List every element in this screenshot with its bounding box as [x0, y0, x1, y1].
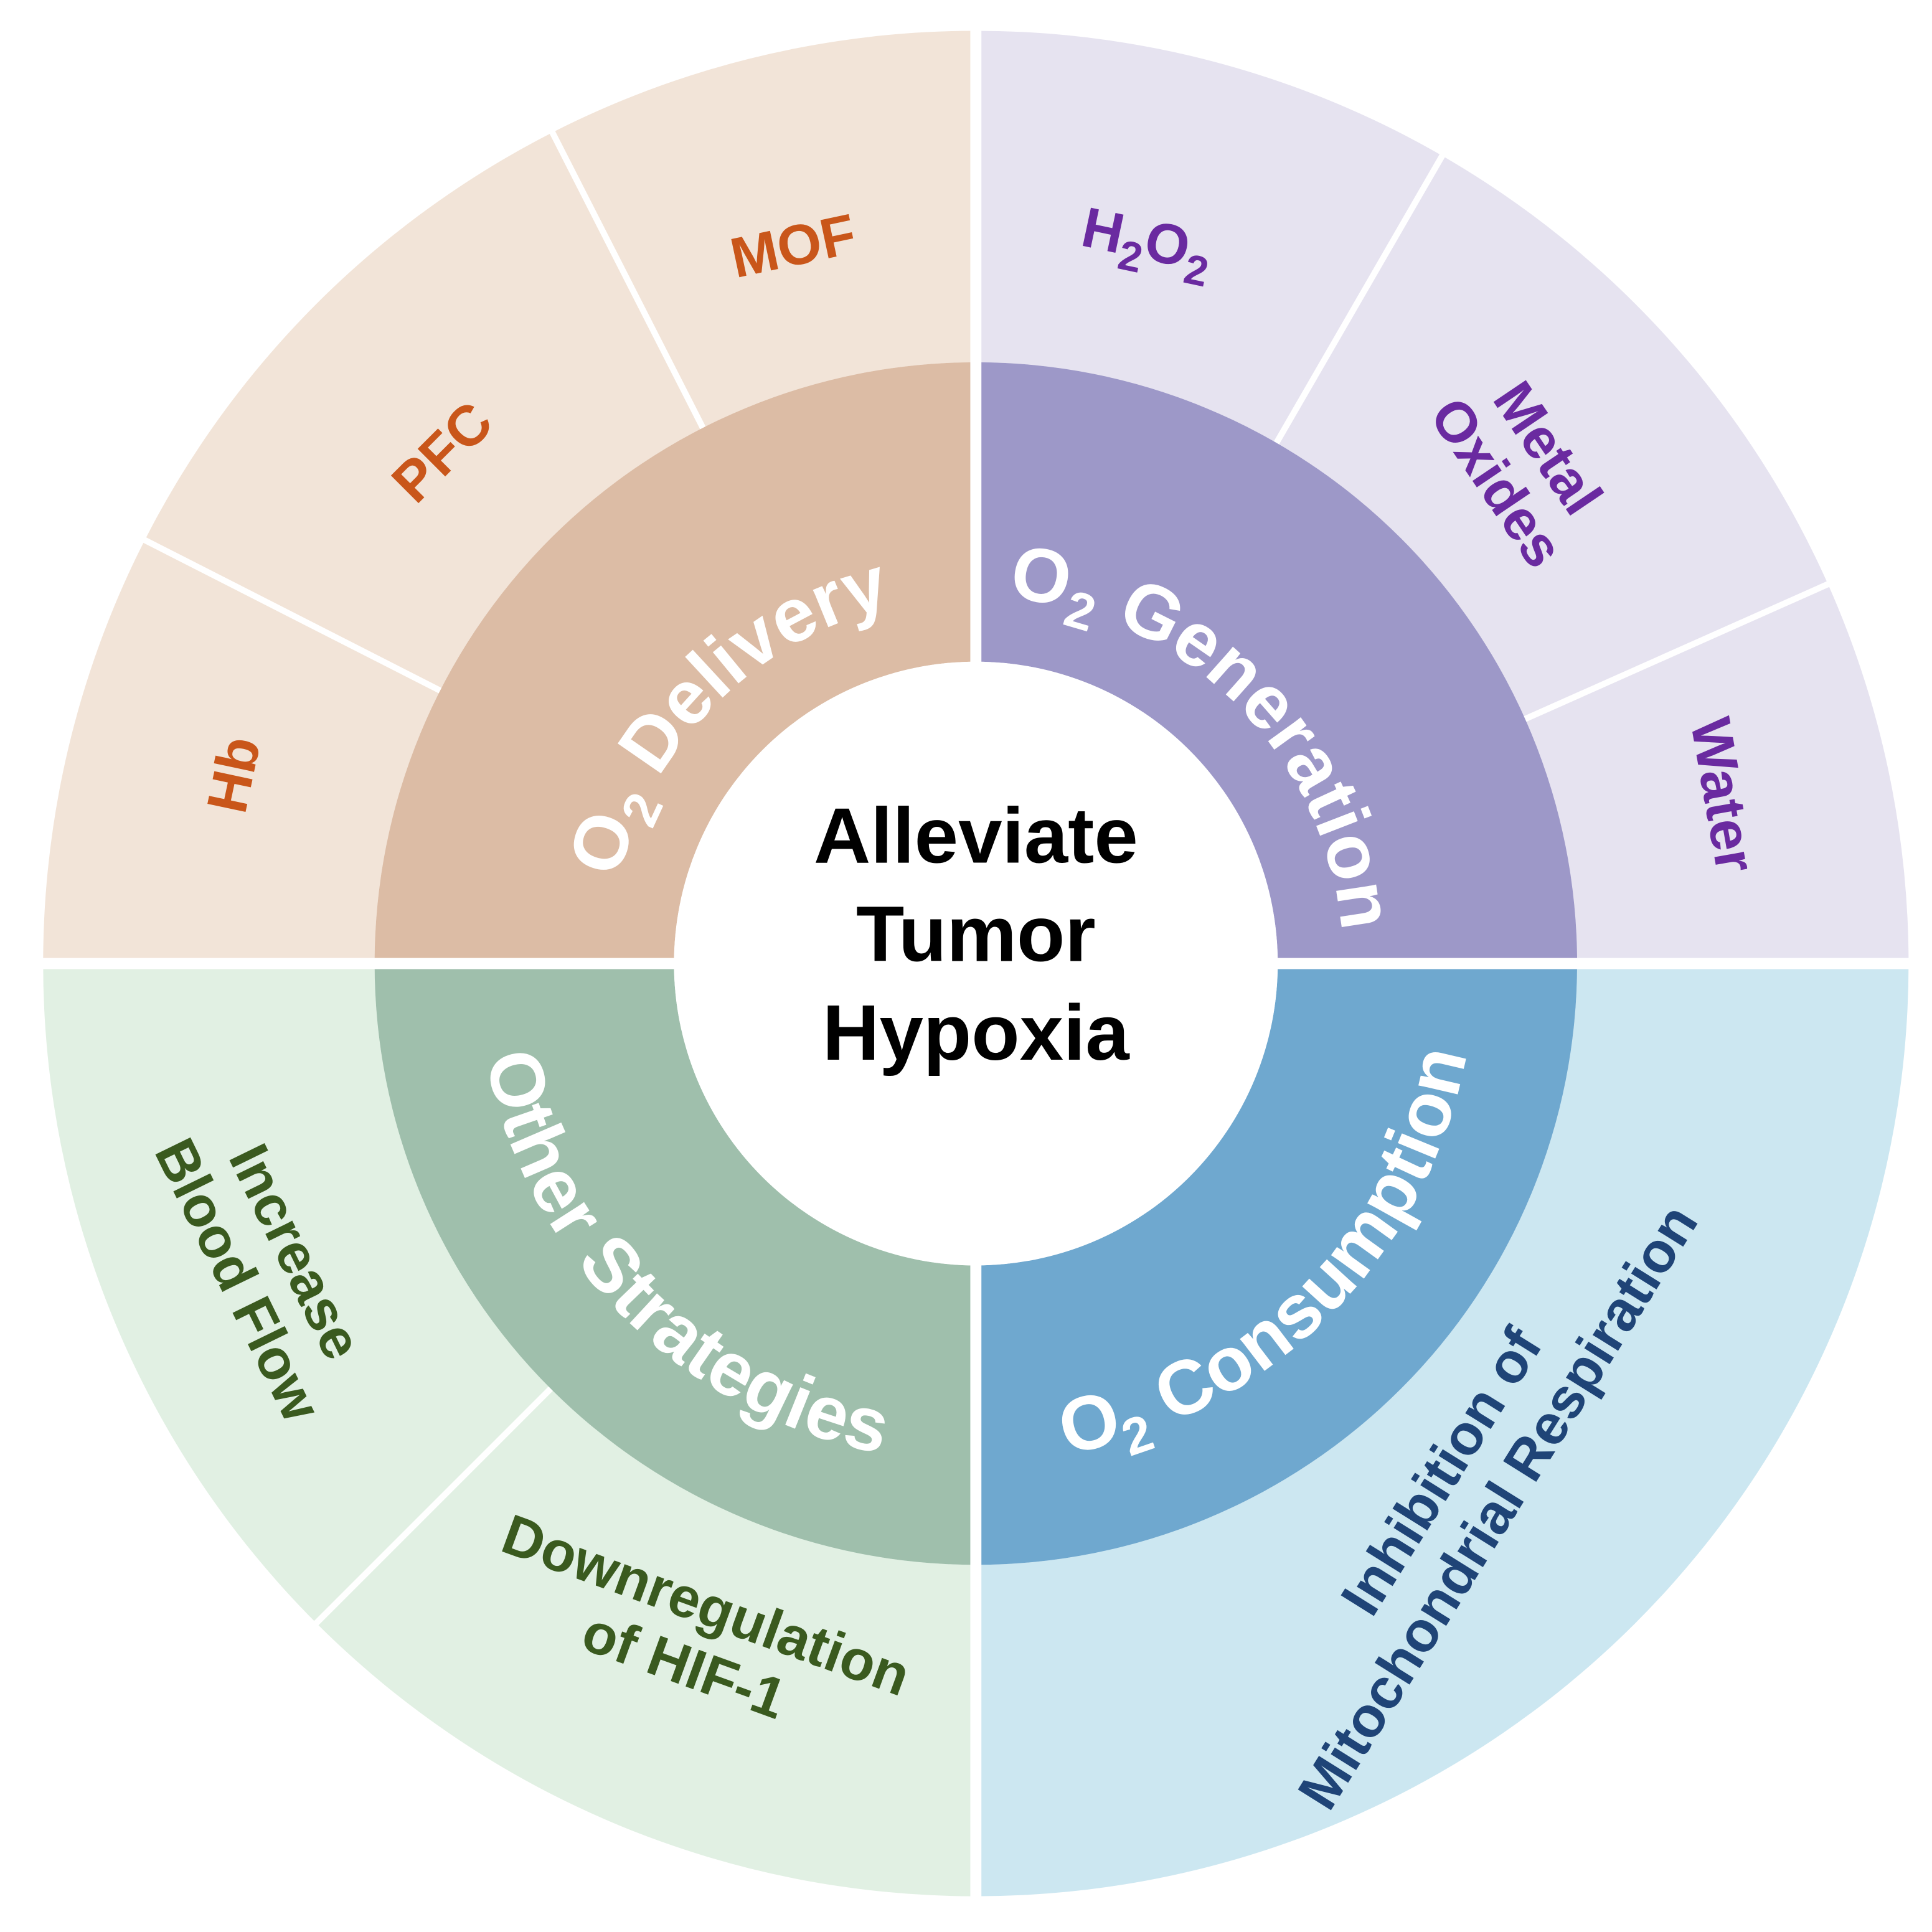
center-circle	[674, 661, 1278, 1266]
outer-label-hb: Hb	[196, 732, 273, 819]
consumption-inner-sector	[976, 963, 1578, 1565]
generation-inner-sector	[976, 362, 1578, 964]
center-title: Alleviate Tumor Hypoxia	[814, 791, 1138, 1077]
segment-divider	[547, 125, 706, 430]
generation-outer-sector	[976, 31, 1909, 964]
center-line-1: Alleviate	[814, 791, 1138, 879]
segment-divider	[1524, 578, 1835, 722]
center-line-3: Hypoxia	[822, 988, 1130, 1077]
center-line-2: Tumor	[856, 890, 1096, 978]
segment-divider	[138, 534, 442, 694]
other-inner-sector	[374, 963, 976, 1565]
segment-divider	[309, 1386, 553, 1630]
delivery-outer-sector	[43, 31, 976, 964]
consumption-outer-sector	[976, 963, 1909, 1897]
delivery-inner-sector	[374, 362, 976, 964]
segment-divider	[1273, 149, 1448, 445]
